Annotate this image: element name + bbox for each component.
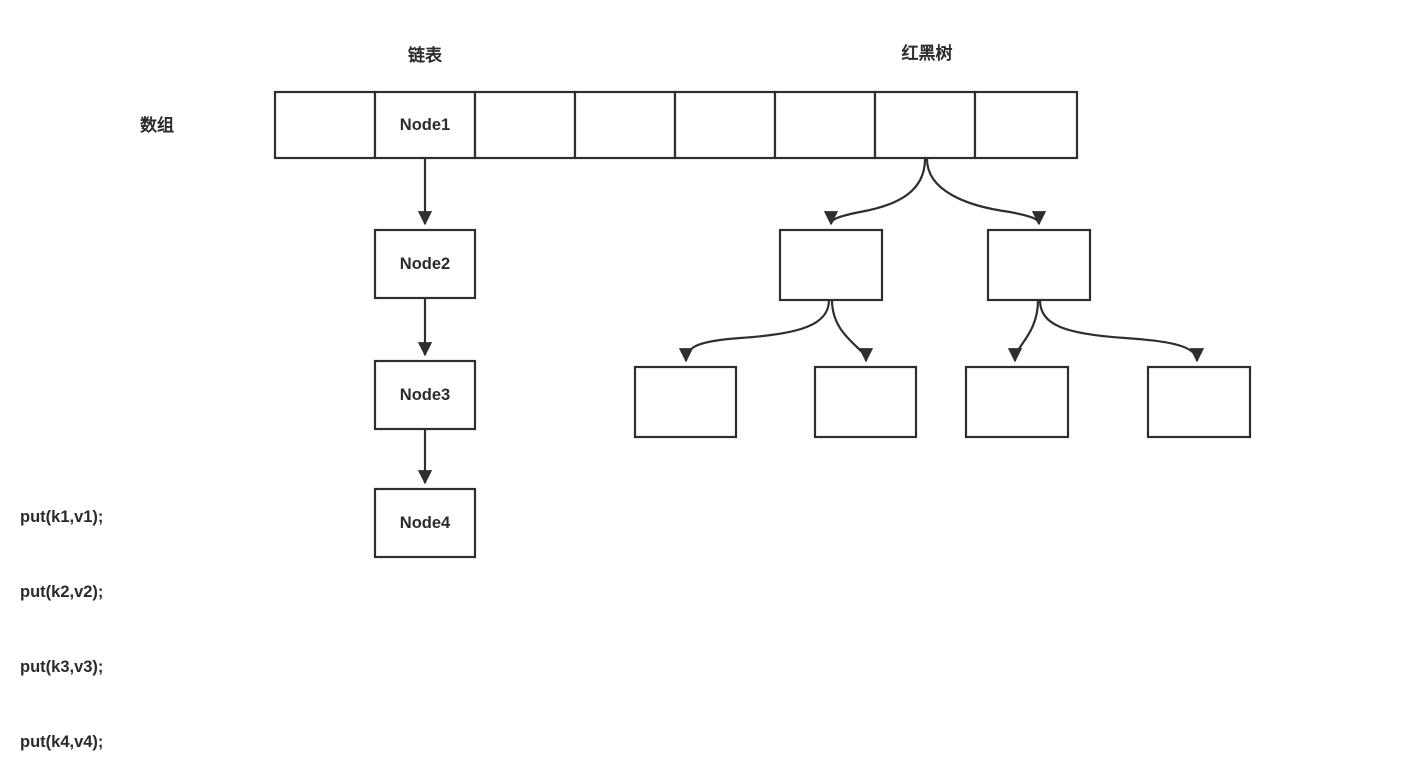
red-black-tree-title: 红黑树 — [901, 44, 953, 63]
tree-arrows-root — [823, 158, 1047, 226]
code-line-1: put(k1,v1); — [20, 508, 104, 526]
array-label: 数组 — [140, 116, 174, 135]
array-row — [273, 90, 1079, 160]
array-cell-2[interactable] — [373, 90, 477, 160]
arrow-root-to-left-child — [823, 158, 927, 226]
arrow-root-to-right-child — [925, 158, 1047, 226]
tree-node-right-box[interactable] — [986, 228, 1092, 302]
linked-list-node-2-label: Node2 — [399, 255, 451, 273]
array-cell-5[interactable] — [673, 90, 777, 160]
linked-list-node-4-label: Node4 — [399, 514, 451, 532]
put-calls-code-block: put(k1,v1); put(k2,v2); put(k3,v3); put(… — [20, 455, 103, 780]
tree-leaf-box-3[interactable] — [964, 365, 1070, 439]
code-line-4: put(k4,v4); — [20, 733, 104, 751]
arrow-right-node-to-leaf-4 — [1038, 299, 1205, 363]
array-cell-6[interactable] — [773, 90, 877, 160]
code-line-2: put(k2,v2); — [20, 583, 104, 601]
tree-leaf-box-2[interactable] — [813, 365, 918, 439]
tree-arrows-left-subtree — [678, 299, 874, 363]
tree-level2-boxes — [778, 228, 1092, 302]
array-cell-1[interactable] — [273, 90, 377, 160]
tree-leaf-box-1[interactable] — [633, 365, 738, 439]
arrow-right-node-to-leaf-3 — [1007, 299, 1040, 363]
arrow-left-node-to-leaf-1 — [678, 299, 831, 363]
array-cell-3[interactable] — [473, 90, 577, 160]
tree-leaf-box-4[interactable] — [1146, 365, 1252, 439]
code-line-3: put(k3,v3); — [20, 658, 104, 676]
linked-list-node-3-label: Node3 — [399, 386, 451, 404]
arrow-left-node-to-leaf-2 — [830, 299, 874, 363]
tree-arrows-right-subtree — [1007, 299, 1205, 363]
tree-node-left-box[interactable] — [778, 228, 884, 302]
array-cell-8[interactable] — [973, 90, 1079, 160]
linked-list-node-4-box[interactable] — [373, 487, 477, 559]
array-cell-7[interactable] — [873, 90, 977, 160]
tree-leaf-boxes — [633, 365, 1252, 439]
linked-list-title: 链表 — [408, 46, 442, 65]
diagram-canvas — [273, 90, 1252, 559]
array-cell-4[interactable] — [573, 90, 677, 160]
linked-list-node-3-box[interactable] — [373, 359, 477, 431]
array-cell-2-label: Node1 — [399, 116, 451, 134]
